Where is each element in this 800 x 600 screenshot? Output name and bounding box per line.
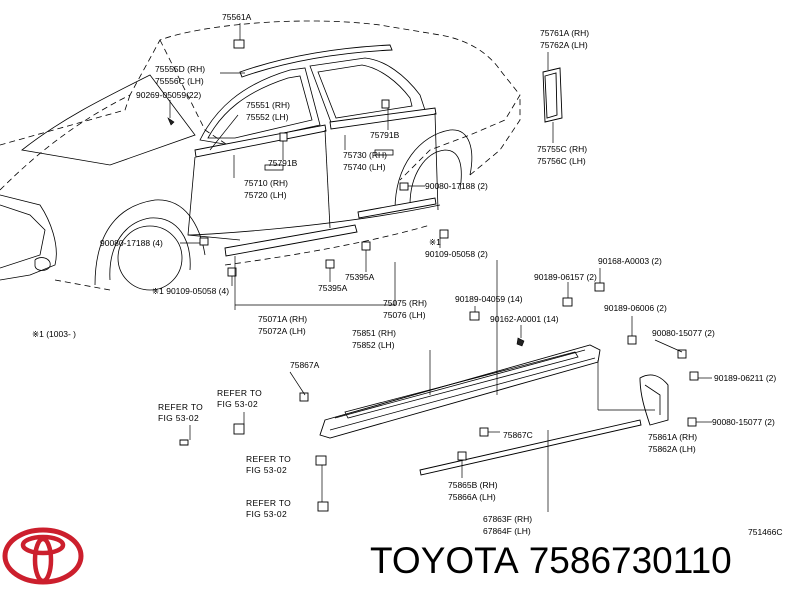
label: REFER TO bbox=[158, 402, 203, 412]
label: REFER TO bbox=[246, 454, 291, 464]
fasteners bbox=[167, 39, 699, 512]
label: 75720 (LH) bbox=[244, 190, 287, 200]
label: 75710 (RH) bbox=[244, 178, 288, 188]
label: ※1 90109-05058 (4) bbox=[152, 286, 229, 296]
label: 75551 (RH) bbox=[246, 100, 290, 110]
label: 90189-06006 (2) bbox=[604, 303, 667, 313]
label: REFER TO bbox=[217, 388, 262, 398]
label: 75395A bbox=[345, 272, 375, 282]
part-labels: 75561A 75555D (RH) 75556C (LH) 90269-050… bbox=[32, 12, 783, 537]
leader-lines bbox=[169, 23, 712, 512]
label: 90109-05058 (2) bbox=[425, 249, 488, 259]
label: 75851 (RH) bbox=[352, 328, 396, 338]
label: 75555D (RH) bbox=[155, 64, 205, 74]
mudguard bbox=[639, 374, 669, 426]
label: 75756C (LH) bbox=[537, 156, 586, 166]
diagram-code: 751466C bbox=[748, 527, 783, 537]
label: FIG 53-02 bbox=[246, 509, 287, 519]
label: 75761A (RH) bbox=[540, 28, 589, 38]
label: 90080-17188 (2) bbox=[425, 181, 488, 191]
label: FIG 53-02 bbox=[217, 399, 258, 409]
car-outline bbox=[0, 20, 521, 291]
label: 90080-17188 (4) bbox=[100, 238, 163, 248]
label: 67863F (RH) bbox=[483, 514, 532, 524]
footnote: ※1 (1003- ) bbox=[32, 329, 76, 339]
rocker-panel bbox=[319, 344, 601, 439]
label: 75762A (LH) bbox=[540, 40, 588, 50]
label: 75740 (LH) bbox=[343, 162, 386, 172]
label: 75791B bbox=[370, 130, 400, 140]
toyota-logo-icon bbox=[2, 527, 84, 585]
label: 75862A (LH) bbox=[648, 444, 696, 454]
car-doors bbox=[187, 44, 441, 266]
label: 90080-15077 (2) bbox=[712, 417, 775, 427]
label: 75791B bbox=[268, 158, 298, 168]
label: REFER TO bbox=[246, 498, 291, 508]
label: 90189-06157 (2) bbox=[534, 272, 597, 282]
label: 90189-04059 (14) bbox=[455, 294, 523, 304]
part-number: 7586730110 bbox=[528, 540, 732, 581]
label: 75076 (LH) bbox=[383, 310, 426, 320]
label: 75556C (LH) bbox=[155, 76, 204, 86]
label: 90269-05059(22) bbox=[136, 90, 201, 100]
label: 90168-A0003 (2) bbox=[598, 256, 662, 266]
label: 75075 (RH) bbox=[383, 298, 427, 308]
label: FIG 53-02 bbox=[246, 465, 287, 475]
label: 75865B (RH) bbox=[448, 480, 498, 490]
label: 75867C bbox=[503, 430, 533, 440]
label: 75861A (RH) bbox=[648, 432, 697, 442]
label: 75561A bbox=[222, 12, 252, 22]
label: 75755C (RH) bbox=[537, 144, 587, 154]
label: 90080-15077 (2) bbox=[652, 328, 715, 338]
label: FIG 53-02 bbox=[158, 413, 199, 423]
label: 90189-06211 (2) bbox=[714, 373, 776, 383]
label: 75867A bbox=[290, 360, 320, 370]
label: 75395A bbox=[318, 283, 348, 293]
label: ※1 bbox=[429, 237, 441, 247]
label: 75852 (LH) bbox=[352, 340, 395, 350]
label: 75552 (LH) bbox=[246, 112, 289, 122]
lower-strip bbox=[419, 419, 642, 476]
brand-name: TOYOTA bbox=[370, 540, 519, 581]
label: 75866A (LH) bbox=[448, 492, 496, 502]
label: 90162-A0001 (14) bbox=[490, 314, 559, 324]
label: 75071A (RH) bbox=[258, 314, 307, 324]
label: 75730 (RH) bbox=[343, 150, 387, 160]
label: 75072A (LH) bbox=[258, 326, 306, 336]
label: 67864F (LH) bbox=[483, 526, 531, 536]
pillar-garnish bbox=[542, 67, 563, 123]
